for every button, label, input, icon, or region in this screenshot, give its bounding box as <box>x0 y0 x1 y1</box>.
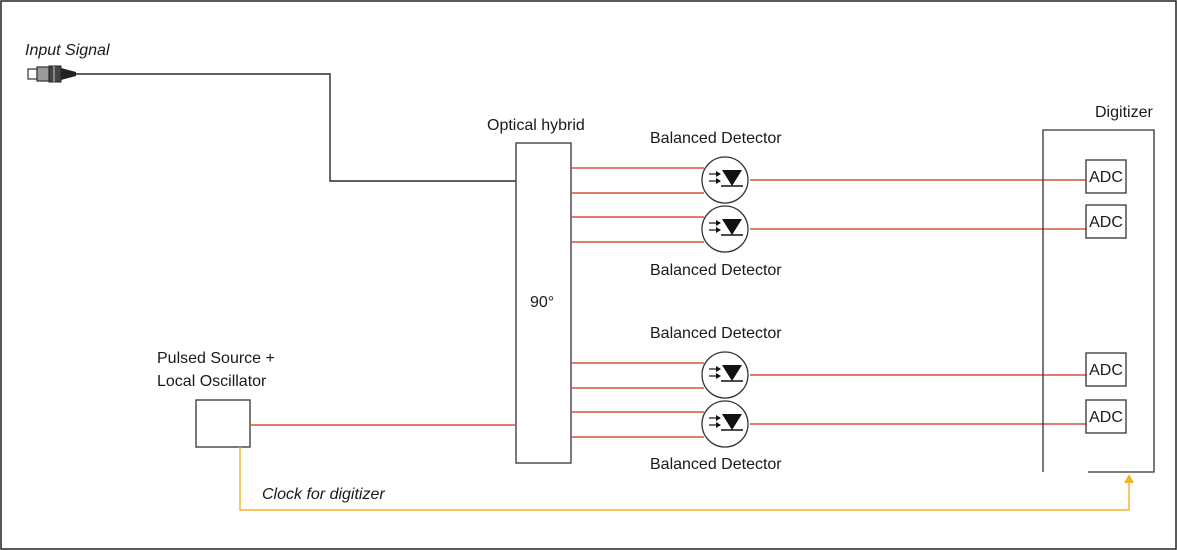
balanced-detectors <box>701 156 749 448</box>
adc-block: ADC <box>1085 159 1127 194</box>
digitizer-box <box>1042 129 1155 473</box>
input-signal-label: Input Signal <box>25 42 110 59</box>
adc-block: ADC <box>1085 399 1127 434</box>
adc-box <box>1085 352 1127 387</box>
clock-line <box>239 447 1130 511</box>
adc-block: ADC <box>1085 352 1127 387</box>
hybrid-outputs <box>571 167 704 438</box>
detector-outputs <box>750 179 1086 425</box>
adc-label: ADC <box>1089 214 1123 231</box>
digitizer-label: Digitizer <box>1095 104 1153 121</box>
clock-label: Clock for digitizer <box>262 486 385 503</box>
hybrid-phase-label: 90° <box>530 294 554 311</box>
pulsed-source-box <box>195 399 251 448</box>
adc-label: ADC <box>1089 362 1123 379</box>
fiber-connector-icon <box>27 65 76 83</box>
source-label-line1: Pulsed Source + <box>157 350 275 367</box>
adc-box <box>1085 399 1127 434</box>
optical-hybrid-box <box>515 142 572 464</box>
input-fiber-line <box>76 73 516 182</box>
adc-box <box>1085 204 1127 239</box>
detector-label-4: Balanced Detector <box>650 456 782 473</box>
clock-arrow-icon <box>1124 474 1134 483</box>
photodiode-pair-icon <box>701 156 749 204</box>
detector-label-3: Balanced Detector <box>650 325 782 342</box>
adc-label: ADC <box>1089 169 1123 186</box>
photodiode-pair-icon <box>701 351 749 399</box>
optical-hybrid-label: Optical hybrid <box>487 117 585 134</box>
adc-box <box>1085 159 1127 194</box>
adc-block: ADC <box>1085 204 1127 239</box>
detector-label-1: Balanced Detector <box>650 130 782 147</box>
adc-label: ADC <box>1089 409 1123 426</box>
photodiode-pair-icon <box>701 400 749 448</box>
photodiode-pair-icon <box>701 205 749 253</box>
detector-label-2: Balanced Detector <box>650 262 782 279</box>
source-label-line2: Local Oscillator <box>157 373 267 390</box>
